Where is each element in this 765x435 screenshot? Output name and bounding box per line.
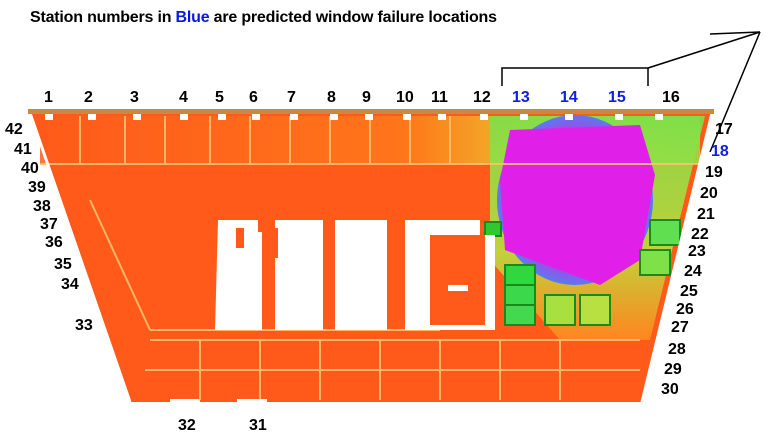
green-rooms [484,219,681,326]
station-35: 35 [54,256,72,273]
figure-caption: Station numbers in Blue are predicted wi… [30,9,497,27]
roof-edge [28,109,714,114]
station-9: 9 [362,89,371,106]
station-8: 8 [327,89,336,106]
station-13: 13 [512,89,530,106]
station-41: 41 [14,141,32,158]
station-33: 33 [75,317,93,334]
station-39: 39 [28,179,46,196]
station-12: 12 [473,89,491,106]
station-6: 6 [249,89,258,106]
station-23: 23 [688,243,706,260]
station-42: 42 [5,121,23,138]
station-37: 37 [40,216,58,233]
station-30: 30 [661,381,679,398]
atria-rooms [236,228,485,325]
station-22: 22 [691,226,709,243]
station-1: 1 [44,89,53,106]
failure-callout-lines [501,31,761,153]
west-wall [28,112,132,403]
station-16: 16 [662,89,680,106]
station-32: 32 [178,417,196,434]
station-20: 20 [700,185,718,202]
station-7: 7 [287,89,296,106]
station-25: 25 [680,283,698,300]
window-markers [45,114,663,404]
station-40: 40 [21,160,39,177]
caption-blue-word: Blue [175,9,210,26]
station-21: 21 [697,206,715,223]
station-2: 2 [84,89,93,106]
east-wall [640,112,714,403]
station-10: 10 [396,89,414,106]
station-24: 24 [684,263,702,280]
caption-text-after: are predicted window failure locations [209,9,497,26]
station-5: 5 [215,89,224,106]
station-28: 28 [668,341,686,358]
station-15: 15 [608,89,626,106]
station-17: 17 [715,121,733,138]
station-14: 14 [560,89,578,106]
caption-text-before: Station numbers in [30,9,176,26]
station-11: 11 [431,89,448,106]
station-19: 19 [705,164,723,181]
station-38: 38 [33,198,51,215]
station-36: 36 [45,234,63,251]
station-18: 18 [711,143,729,160]
station-26: 26 [676,301,694,318]
station-31: 31 [249,417,267,434]
station-3: 3 [130,89,139,106]
station-27: 27 [671,319,689,336]
room-partitions [40,116,700,400]
station-4: 4 [179,89,188,106]
station-34: 34 [61,276,79,293]
station-29: 29 [664,361,682,378]
